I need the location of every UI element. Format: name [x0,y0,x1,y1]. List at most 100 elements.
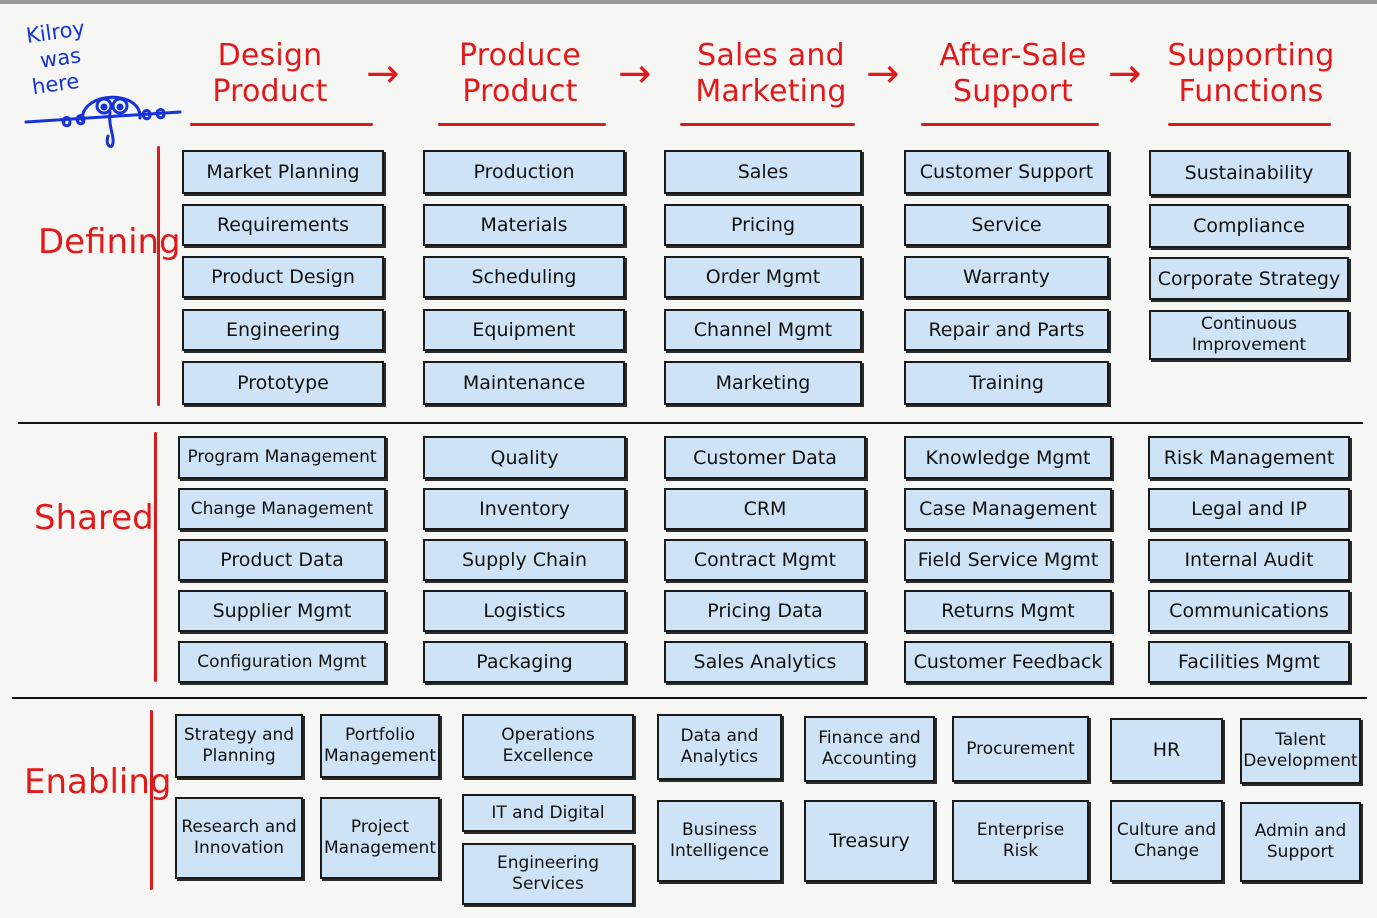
capability-box[interactable]: Talent Development [1240,718,1361,784]
stage-title-line2: Support [953,74,1073,109]
capability-box[interactable]: IT and Digital [462,794,634,832]
capability-box[interactable]: Pricing [664,204,862,246]
capability-box[interactable]: Project Management [320,797,440,879]
capability-box[interactable]: Treasury [804,800,935,882]
stage-header-design-product: Design Product [190,38,350,110]
row-bracket-line [150,710,153,890]
capability-box[interactable]: Change Management [178,488,386,530]
capability-box[interactable]: Operations Excellence [462,714,634,778]
capability-box[interactable]: Repair and Parts [904,309,1109,351]
capability-box[interactable]: Product Data [178,539,386,581]
stage-underline [680,123,855,126]
capability-box[interactable]: Pricing Data [664,590,866,632]
capability-box[interactable]: Customer Support [904,150,1109,194]
stage-title-line1: Sales and [697,38,845,73]
capability-box[interactable]: Internal Audit [1148,539,1350,581]
stage-title-line2: Marketing [695,74,847,109]
capability-box[interactable]: Customer Data [664,436,866,479]
capability-box[interactable]: Supply Chain [423,539,626,581]
capability-box[interactable]: Research and Innovation [175,797,303,879]
capability-box[interactable]: Production [423,150,625,194]
capability-box[interactable]: Case Management [904,488,1112,530]
capability-box[interactable]: Logistics [423,590,626,632]
row-label-defining: Defining [38,222,181,262]
top-border [0,0,1377,4]
stage-title-line1: Produce [458,38,581,73]
capability-box[interactable]: Culture and Change [1110,800,1223,882]
capability-box[interactable]: Sustainability [1149,150,1349,196]
row-label-enabling: Enabling [24,762,172,802]
capability-box[interactable]: Sales [664,150,862,194]
capability-box[interactable]: Program Management [178,436,386,479]
stage-underline [438,123,606,126]
capability-box[interactable]: CRM [664,488,866,530]
capability-box[interactable]: Prototype [182,361,384,405]
capability-box[interactable]: Requirements [182,204,384,246]
capability-box[interactable]: Finance and Accounting [804,716,935,782]
capability-box[interactable]: Equipment [423,309,625,351]
capability-box[interactable]: Product Design [182,256,384,298]
capability-box[interactable]: Field Service Mgmt [904,539,1112,581]
capability-box[interactable]: Scheduling [423,256,625,298]
stage-title-line1: After-Sale [939,38,1087,73]
capability-box[interactable]: Corporate Strategy [1149,257,1349,300]
section-divider [18,422,1363,424]
capability-box[interactable]: Sales Analytics [664,641,866,683]
kilroy-doodle-icon [24,95,182,148]
capability-box[interactable]: Knowledge Mgmt [904,436,1112,479]
stage-header-supporting-functions: Supporting Functions [1166,38,1336,110]
capability-box[interactable]: Packaging [423,641,626,683]
stage-header-after-sale-support: After-Sale Support [928,38,1098,110]
capability-box[interactable]: HR [1110,718,1223,782]
stage-underline [921,123,1099,126]
capability-box[interactable]: Procurement [952,716,1089,782]
capability-box[interactable]: Warranty [904,256,1109,298]
capability-box[interactable]: Inventory [423,488,626,530]
flow-arrow-icon: → [866,51,900,97]
capability-box[interactable]: Marketing [664,361,862,405]
capability-box[interactable]: Maintenance [423,361,625,405]
row-label-shared: Shared [34,498,154,538]
capability-box[interactable]: Engineering [182,309,384,351]
flow-arrow-icon: → [618,51,652,97]
capability-box[interactable]: Engineering Services [462,843,634,905]
capability-box[interactable]: Compliance [1149,204,1349,248]
stage-title-line1: Design [217,38,323,73]
capability-box[interactable]: Strategy and Planning [175,714,303,778]
capability-box[interactable]: Supplier Mgmt [178,590,386,632]
row-bracket-line [154,432,157,682]
capability-box[interactable]: Channel Mgmt [664,309,862,351]
capability-box[interactable]: Continuous Improvement [1149,310,1349,360]
stage-title-line1: Supporting [1167,38,1335,73]
capability-box[interactable]: Service [904,204,1109,246]
capability-box[interactable]: Portfolio Management [320,714,440,778]
capability-box[interactable]: Training [904,361,1109,405]
capability-box[interactable]: Customer Feedback [904,641,1112,683]
capability-box[interactable]: Materials [423,204,625,246]
row-bracket-line [157,146,160,406]
capability-box[interactable]: Contract Mgmt [664,539,866,581]
stage-underline [190,123,373,126]
capability-box[interactable]: Business Intelligence [657,800,782,882]
capability-box[interactable]: Configuration Mgmt [178,641,386,683]
stage-header-sales-and-marketing: Sales and Marketing [686,38,856,110]
capability-box[interactable]: Admin and Support [1240,802,1361,882]
flow-arrow-icon: → [366,51,400,97]
capability-box[interactable]: Enterprise Risk [952,800,1089,882]
flow-arrow-icon: → [1108,51,1142,97]
capability-box[interactable]: Order Mgmt [664,256,862,298]
section-divider [12,697,1367,699]
capability-box[interactable]: Facilities Mgmt [1148,641,1350,683]
capability-box[interactable]: Communications [1148,590,1350,632]
stage-title-line2: Functions [1178,74,1324,109]
capability-box[interactable]: Legal and IP [1148,488,1350,530]
capability-box[interactable]: Quality [423,436,626,479]
capability-box[interactable]: Returns Mgmt [904,590,1112,632]
capability-box[interactable]: Market Planning [182,150,384,194]
stage-title-line2: Product [462,74,578,109]
capability-box[interactable]: Data and Analytics [657,714,782,780]
stage-title-line2: Product [212,74,328,109]
capability-box[interactable]: Risk Management [1148,436,1350,479]
stage-underline [1168,123,1331,126]
